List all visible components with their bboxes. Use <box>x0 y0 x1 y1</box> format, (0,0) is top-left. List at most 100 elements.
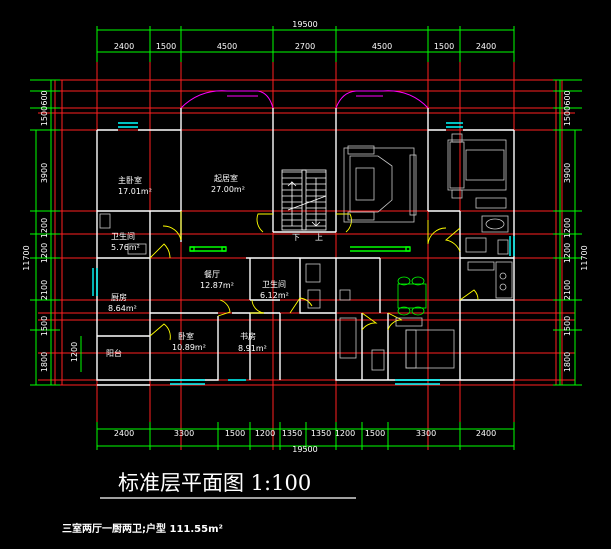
left-dim-4: 1200 <box>40 218 49 238</box>
top-dim-6: 1500 <box>434 42 454 51</box>
top-dim-5: 4500 <box>372 42 392 51</box>
staircase <box>281 169 327 231</box>
right-dim-4: 1200 <box>563 218 572 238</box>
bottom-dim-10: 2400 <box>476 429 496 438</box>
bed-headboard <box>449 141 465 189</box>
bottom-dim-3: 1500 <box>225 429 245 438</box>
bathroom-2-area: 6.12m² <box>260 291 289 300</box>
door-swing-2 <box>256 213 273 233</box>
right-dim-3: 3900 <box>563 163 572 183</box>
right-dim-1: 600 <box>563 90 572 105</box>
bathroom-1-label: 卫生间 <box>111 231 135 241</box>
study-area: 8.91m² <box>238 344 267 353</box>
stair-arrow-down <box>287 181 297 226</box>
door-swing-8 <box>361 312 378 331</box>
door-swing-7 <box>289 297 313 314</box>
left-dim-7: 1500 <box>40 316 49 336</box>
glazing-mullion-0 <box>189 246 195 252</box>
kitchen-counter-top <box>467 261 495 271</box>
bath-vanity-right <box>465 237 487 253</box>
door-swing-1 <box>162 211 182 241</box>
stove-burner-2 <box>499 283 507 291</box>
shower-center <box>307 289 321 309</box>
left-dim-6: 2100 <box>40 280 49 300</box>
wall-segment-11 <box>150 372 219 381</box>
door-swing-5 <box>217 299 231 317</box>
left-extra-dim: 1200 <box>70 342 79 362</box>
bed-right-bedroom <box>405 329 455 369</box>
armchair-bottom <box>347 211 375 221</box>
bottom-dim-7: 1200 <box>335 429 355 438</box>
room-labels: 主卧室 17.01m² 起居室 27.00m² 卫生间 5.76m² 厨房 8.… <box>106 173 323 358</box>
bottom-total-dim: 19500 <box>292 445 317 454</box>
master-bed <box>447 139 507 191</box>
study-label: 书房 <box>240 331 256 341</box>
door-swing-0 <box>149 243 171 259</box>
bathroom-1-area: 5.76m² <box>111 243 140 252</box>
stair-well <box>301 169 307 231</box>
armchair-top <box>347 145 375 155</box>
bathtub-basin <box>485 218 505 230</box>
balcony-label: 阳台 <box>106 348 122 358</box>
right-dim-7: 1500 <box>563 316 572 336</box>
bedroom-label: 卧室 <box>178 331 194 341</box>
door-swing-12 <box>427 220 447 245</box>
nightstand-2 <box>451 189 463 199</box>
furniture <box>99 133 513 371</box>
bedroom-area: 10.89m² <box>172 343 206 352</box>
bottom-dim-4: 1200 <box>255 429 275 438</box>
right-dim-5: 1200 <box>563 243 572 263</box>
dining-chair-0 <box>397 276 411 286</box>
right-dimensions: 600 1500 3900 1200 1200 2100 1500 1800 1… <box>563 90 589 372</box>
top-total-dim: 19500 <box>292 20 317 29</box>
dining-table-right <box>397 283 427 309</box>
left-dim-8: 1800 <box>40 352 49 372</box>
top-dim-2: 1500 <box>156 42 176 51</box>
basin-center <box>339 289 351 301</box>
toilet-left <box>99 213 111 229</box>
stair-arrow-up <box>311 178 321 227</box>
stair-down-label: 下 <box>292 233 300 242</box>
dining-chair-1 <box>411 276 425 286</box>
bottom-dim-1: 2400 <box>114 429 134 438</box>
wall-segment-0 <box>96 130 150 381</box>
door-swing-9 <box>387 312 403 331</box>
tv-cabinet <box>409 154 417 216</box>
coffee-table <box>355 167 375 201</box>
dining-chair-3 <box>411 306 425 316</box>
stair-enclosure <box>281 169 327 231</box>
fridge-center <box>371 349 385 371</box>
dining-room-label: 餐厅 <box>204 270 220 279</box>
door-swing-11 <box>459 289 479 301</box>
left-dim-5: 1200 <box>40 243 49 263</box>
bathroom-2-label: 卫生间 <box>262 279 286 289</box>
kitchen-label: 厨房 <box>111 292 127 302</box>
right-dim-8: 1800 <box>563 352 572 372</box>
wall-segment-9 <box>460 130 515 381</box>
dining-room-area: 12.87m² <box>200 281 234 290</box>
master-bedroom-area: 17.01m² <box>118 187 152 196</box>
counter-center <box>339 317 357 359</box>
walls <box>96 108 515 386</box>
stove-burner-1 <box>499 272 507 280</box>
glazing-mullion-1 <box>221 246 227 252</box>
top-dim-7: 2400 <box>476 42 496 51</box>
bottom-dimensions: 2400 3300 1500 1200 1350 1350 1200 1500 … <box>114 429 496 454</box>
nightstand-1 <box>451 133 463 143</box>
top-dimensions: 19500 2400 1500 4500 2700 4500 1500 2400 <box>114 20 496 51</box>
left-dimensions: 600 1500 3900 1200 1200 2100 1500 1800 1… <box>22 90 79 372</box>
bottom-dim-5: 1350 <box>282 429 302 438</box>
bay-window-bedroom <box>335 90 429 109</box>
wall-segment-29 <box>299 258 336 314</box>
stair-break-line <box>287 195 327 211</box>
toilet-center <box>305 263 321 283</box>
bathtub-right <box>481 215 509 233</box>
desk-right <box>395 317 423 327</box>
bottom-dim-6: 1350 <box>311 429 331 438</box>
dimension-lines <box>30 26 582 450</box>
bottom-dim-9: 3300 <box>416 429 436 438</box>
toilet-right <box>497 239 509 255</box>
door-swing-10 <box>444 227 461 253</box>
dining-chair-2 <box>397 306 411 316</box>
